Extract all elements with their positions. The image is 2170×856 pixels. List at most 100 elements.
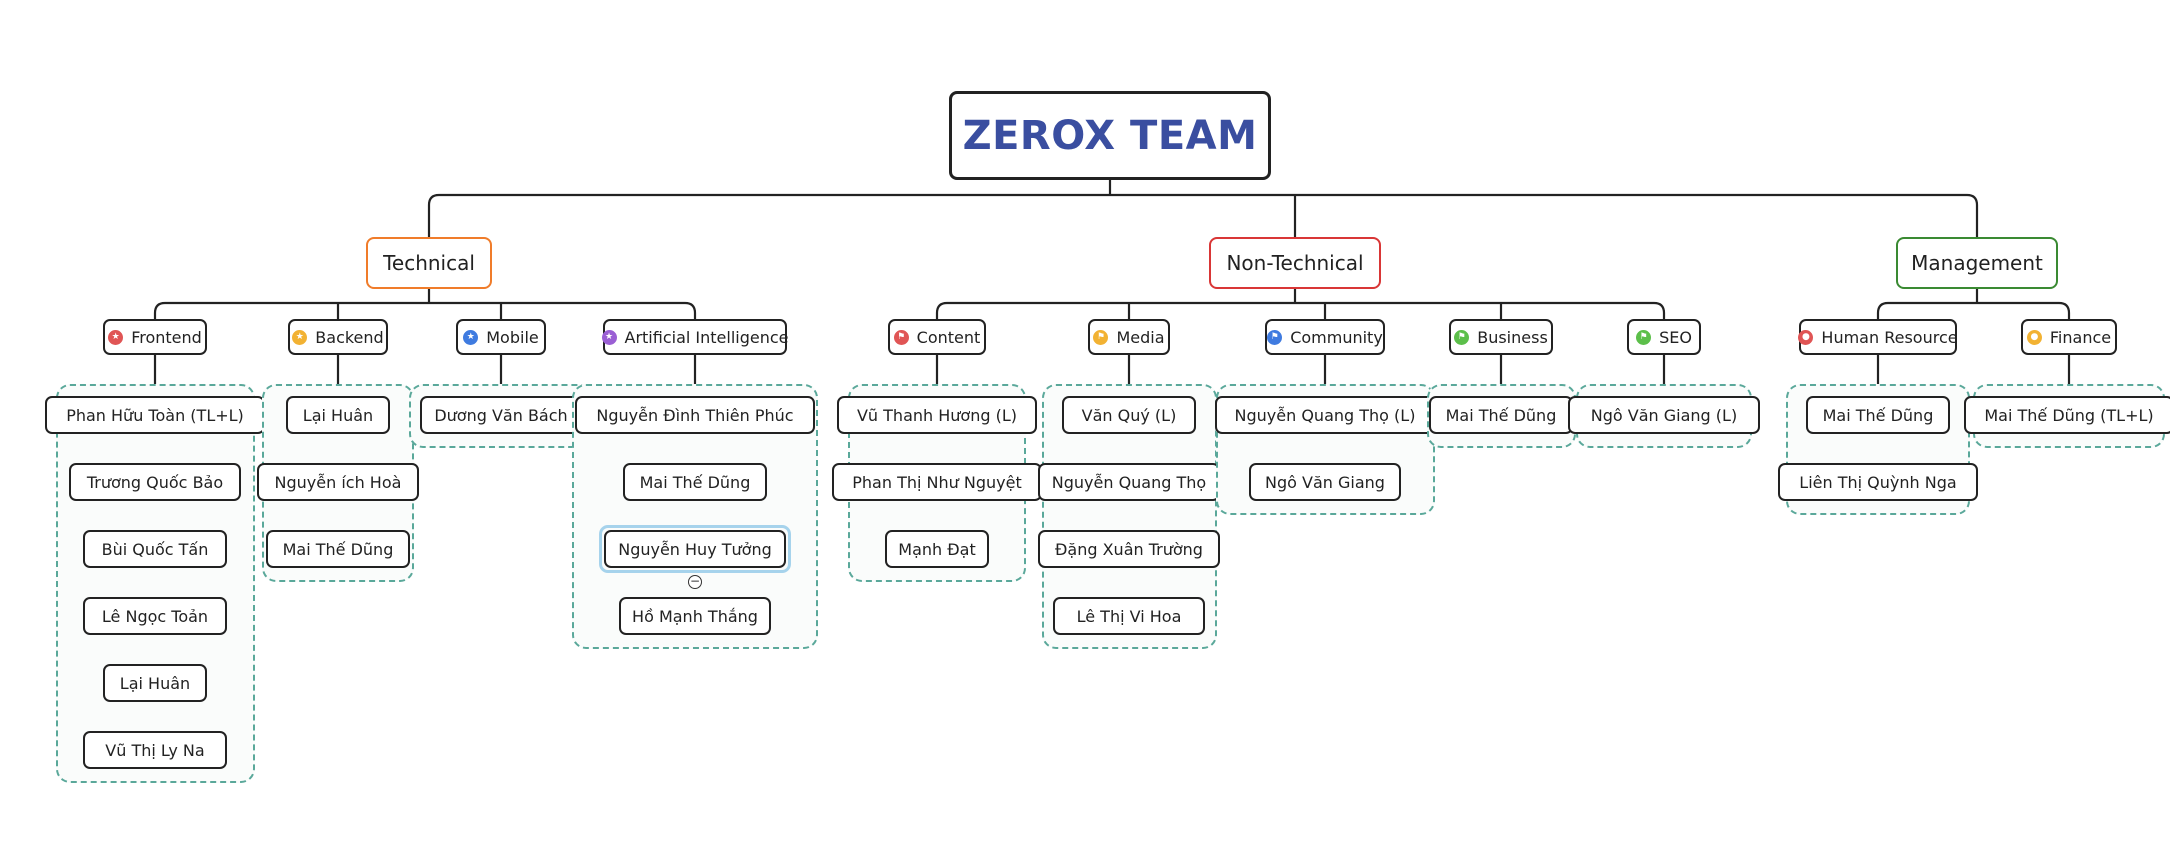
team-label: Frontend [131,327,202,347]
category-label: Non-Technical [1226,251,1364,275]
member-node[interactable]: Lê Ngọc Toản [83,597,227,635]
team-node-community[interactable]: ⚑ Community [1265,319,1385,355]
team-node-backend[interactable]: ★ Backend [288,319,388,355]
member-node[interactable]: Mai Thế Dũng [1429,396,1573,434]
member-name: Lê Ngọc Toản [101,606,209,626]
member-name: Văn Quý (L) [1081,405,1177,425]
team-label: Business [1477,327,1548,347]
member-node[interactable]: Đặng Xuân Trường [1038,530,1220,568]
team-label: Backend [315,327,384,347]
team-node-human-resource[interactable]: ● Human Resource [1798,319,1958,355]
member-node[interactable]: Phan Hữu Toàn (TL+L) [45,396,265,434]
member-node[interactable]: Nguyễn ích Hoà [256,463,420,501]
member-group [55,384,255,783]
member-name: Trương Quốc Bảo [86,472,224,492]
connector-bracket [427,193,1979,237]
member-name: Vũ Thị Ly Na [105,740,205,760]
team-node-artificial-intelligence[interactable]: ★ Artificial Intelligence [601,319,789,355]
member-node[interactable]: Ngô Văn Giang (L) [1568,396,1760,434]
member-node[interactable]: Phan Thị Như Nguyệt [831,463,1043,501]
member-name: Nguyễn Quang Thọ (L) [1234,405,1416,425]
member-name: Lại Huân [302,405,374,425]
member-name: Ngô Văn Giang (L) [1590,405,1738,425]
person-icon: ● [1798,329,1814,345]
star-icon: ★ [463,329,479,345]
member-name: Ngô Văn Giang [1265,472,1385,492]
member-name: Nguyễn ích Hoà [274,472,402,492]
member-name: Vũ Thanh Hương (L) [856,405,1017,425]
team-node-mobile[interactable]: ★ Mobile [456,319,546,355]
flag-icon: ⚑ [1454,329,1470,345]
member-node[interactable]: Vũ Thị Ly Na [83,731,227,769]
team-label: Finance [2049,327,2112,347]
team-node-media[interactable]: ⚑ Media [1088,319,1170,355]
member-node[interactable]: Trương Quốc Bảo [69,463,241,501]
member-node[interactable]: Vũ Thanh Hương (L) [836,396,1038,434]
star-icon: ★ [601,329,617,345]
member-node[interactable]: Mai Thế Dũng [1806,396,1950,434]
root-title: ZEROX TEAM [962,112,1258,159]
member-name: Mai Thế Dũng [639,472,751,492]
member-name: Liên Thị Quỳnh Nga [1799,472,1957,492]
team-node-frontend[interactable]: ★Frontend [103,319,207,355]
person-icon: ● [2026,329,2042,345]
member-node[interactable]: Mạnh Đạt [884,530,990,568]
team-node-content[interactable]: ⚑ Content [888,319,986,355]
flag-icon: ⚑ [1267,329,1283,345]
team-label: Artificial Intelligence [624,327,789,347]
collapse-toggle-icon[interactable]: − [688,574,702,589]
member-name: Đặng Xuân Trường [1055,539,1203,559]
team-label: SEO [1659,327,1692,347]
member-node[interactable]: Lại Huân [285,396,391,434]
team-node-finance[interactable]: ● Finance [2021,319,2117,355]
connector-bracket [153,301,697,319]
member-name: Lại Huân [119,673,191,693]
member-name: Nguyễn Huy Tưởng [618,539,772,559]
member-node[interactable]: Nguyễn Đình Thiên Phúc [575,396,815,434]
member-node[interactable]: Lê Thị Vi Hoa [1052,597,1206,635]
member-node[interactable]: Mai Thế Dũng [266,530,410,568]
category-node-management[interactable]: Management [1896,237,2058,289]
member-node[interactable]: Nguyễn Huy Tưởng [604,530,786,568]
member-name: Mai Thế Dũng [1822,405,1934,425]
member-name: Mai Thế Dũng (TL+L) [1984,405,2154,425]
member-node[interactable]: Nguyễn Quang Thọ (L) [1215,396,1435,434]
member-node[interactable]: Mai Thế Dũng [623,463,767,501]
member-node[interactable]: Liên Thị Quỳnh Nga [1777,463,1979,501]
member-name: Bùi Quốc Tấn [101,539,209,559]
category-label: Management [1911,251,2043,275]
star-icon: ★ [292,329,308,345]
connector-bracket [1876,301,2071,319]
category-label: Technical [383,251,475,275]
member-node[interactable]: Bùi Quốc Tấn [83,530,227,568]
flag-icon: ⚑ [893,329,909,345]
member-node[interactable]: Hồ Mạnh Thắng [618,597,772,635]
team-label: Human Resource [1821,327,1958,347]
member-name: Hồ Mạnh Thắng [632,606,758,626]
connector-bracket [935,301,1666,319]
member-node[interactable]: Lại Huân [102,664,208,702]
team-label: Content [916,327,981,347]
member-name: Phan Thị Như Nguyệt [852,472,1022,492]
member-name: Lê Thị Vi Hoa [1076,606,1182,626]
member-node[interactable]: Mai Thế Dũng (TL+L) [1963,396,2170,434]
member-node[interactable]: Nguyễn Quang Thọ [1038,463,1220,501]
flag-icon: ⚑ [1093,329,1109,345]
member-name: Mai Thế Dũng [282,539,394,559]
team-node-business[interactable]: ⚑ Business [1449,319,1553,355]
team-node-seo[interactable]: ⚑ SEO [1627,319,1701,355]
team-label: Media [1116,327,1165,347]
member-node[interactable]: Dương Văn Bách [419,396,583,434]
team-label: Mobile [486,327,539,347]
root-node[interactable]: ZEROX TEAM [949,91,1271,180]
member-name: Mai Thế Dũng [1445,405,1557,425]
flag-icon: ⚑ [1636,329,1652,345]
member-node[interactable]: Ngô Văn Giang [1248,463,1402,501]
category-node-technical[interactable]: Technical [366,237,492,289]
member-name: Dương Văn Bách [434,405,568,425]
member-name: Nguyễn Quang Thọ [1051,472,1207,492]
team-label: Community [1290,327,1383,347]
member-node[interactable]: Văn Quý (L) [1062,396,1196,434]
category-node-non_technical[interactable]: Non-Technical [1209,237,1381,289]
